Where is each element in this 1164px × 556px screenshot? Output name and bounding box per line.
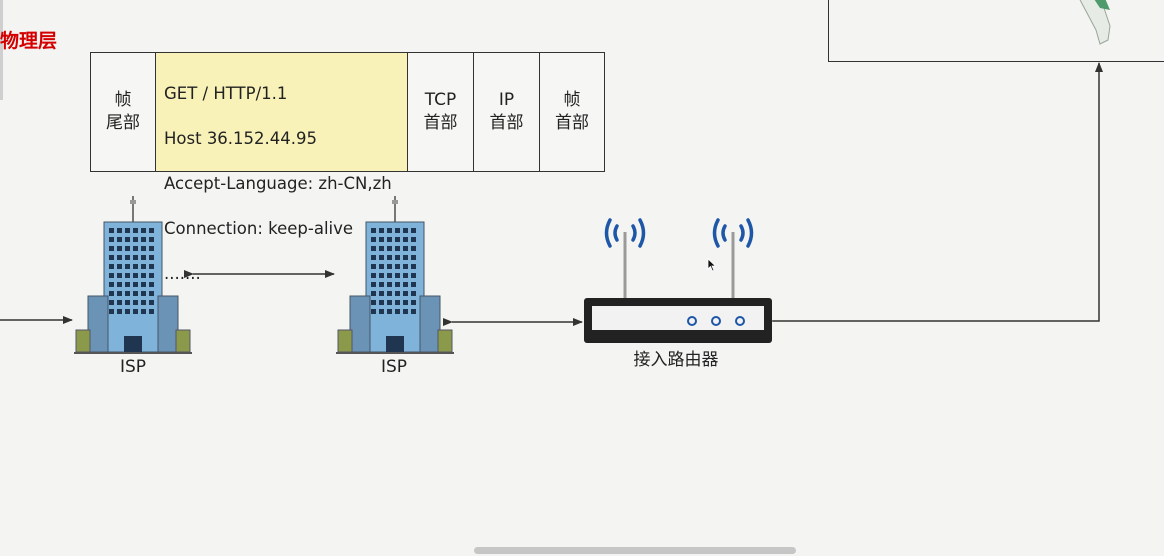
- http-line: Accept-Language: zh-CN,zh: [164, 173, 392, 193]
- http-line: Connection: keep-alive: [164, 218, 354, 238]
- http-line: Host 36.152.44.95: [164, 128, 318, 148]
- layer-title: 物理层: [0, 30, 58, 52]
- ethernet-frame: 帧 尾部 GET / HTTP/1.1 Host 36.152.44.95 Ac…: [90, 52, 605, 283]
- http-request-cell: GET / HTTP/1.1 Host 36.152.44.95 Accept-…: [156, 53, 408, 283]
- isp-building-icon: [336, 196, 454, 354]
- router-label: 接入路由器: [633, 350, 719, 370]
- isp-label: ISP: [119, 357, 147, 377]
- frame-trailer-cell: 帧 尾部: [91, 53, 156, 171]
- ip-header-cell: IP 首部: [474, 53, 540, 171]
- wire-router-server: [764, 62, 1103, 325]
- left-edge-divider: [0, 0, 3, 100]
- mouse-cursor-icon: [707, 258, 717, 272]
- isp-label: ISP: [380, 357, 408, 377]
- tcp-header-cell: TCP 首部: [408, 53, 474, 171]
- http-line: GET / HTTP/1.1: [164, 83, 288, 103]
- isp-building-icon: [74, 196, 192, 354]
- horizontal-scrollbar[interactable]: [474, 547, 796, 554]
- router-icon: [584, 218, 772, 343]
- device-icon: [1079, 0, 1111, 45]
- frame-header-cell: 帧 首部: [540, 53, 604, 171]
